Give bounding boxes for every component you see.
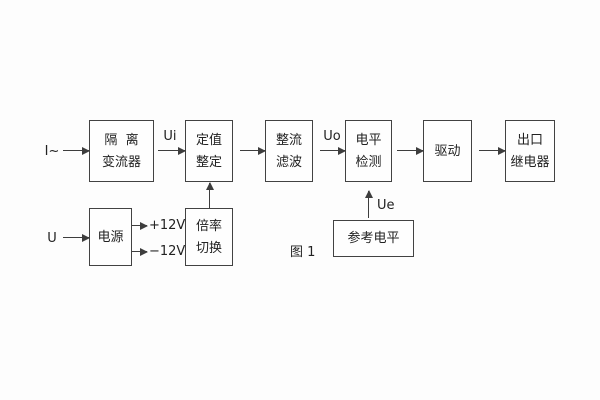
block-label-line: 变流器 <box>101 154 141 170</box>
label-input-voltage: U <box>47 231 57 246</box>
label-minus-12v: −12V <box>149 244 186 259</box>
arrow-minus-12v <box>132 247 148 256</box>
block-level-detect: 电平 检测 <box>345 120 392 182</box>
arrow-plus-12v <box>132 221 148 230</box>
block-label-line: 继电器 <box>510 154 550 170</box>
block-label-line: 切换 <box>195 240 222 256</box>
label-uo: Uo <box>323 129 341 144</box>
arrow-ratio-to-setting <box>205 182 214 208</box>
label-plus-12v: +12V <box>149 218 186 233</box>
block-label-line: 电平 <box>355 132 382 148</box>
label-ue: Ue <box>377 198 395 213</box>
block-label-line: 整定 <box>195 154 222 170</box>
block-label-line: 驱动 <box>434 143 461 159</box>
arrow-ui <box>158 146 186 155</box>
block-label-line: 检测 <box>355 154 382 170</box>
block-reference-level: 参考电平 <box>333 220 414 257</box>
block-setting-adjust: 定值 整定 <box>185 120 233 182</box>
block-drive: 驱动 <box>423 120 472 182</box>
block-label-line: 整流 <box>275 132 302 148</box>
arrow-detect-to-drive <box>397 146 424 155</box>
block-isolation-transformer: 隔 离 变流器 <box>89 120 154 182</box>
figure-caption: 图 1 <box>290 245 316 260</box>
label-input-current: I~ <box>44 144 60 159</box>
arrow-drive-to-relay <box>479 146 506 155</box>
label-ui: Ui <box>163 129 177 144</box>
block-rectifier-filter: 整流 滤波 <box>265 120 313 182</box>
block-label-line: 定值 <box>195 132 222 148</box>
block-label-line: 参考电平 <box>347 231 400 246</box>
arrow-uo <box>320 146 346 155</box>
arrow-input-voltage <box>63 233 90 242</box>
block-power-supply: 电源 <box>89 208 132 266</box>
arrow-input-current <box>63 146 90 155</box>
block-label-line: 倍率 <box>195 218 222 234</box>
block-output-relay: 出口 继电器 <box>505 120 555 182</box>
block-ratio-switch: 倍率 切换 <box>185 208 233 266</box>
block-label-line: 出口 <box>516 132 543 148</box>
block-label-line: 电源 <box>97 229 124 245</box>
arrow-setting-to-rectifier <box>240 146 266 155</box>
block-label-line: 隔 离 <box>104 132 139 148</box>
arrow-ue-to-level-detect <box>364 190 373 218</box>
block-label-line: 滤波 <box>275 154 302 170</box>
